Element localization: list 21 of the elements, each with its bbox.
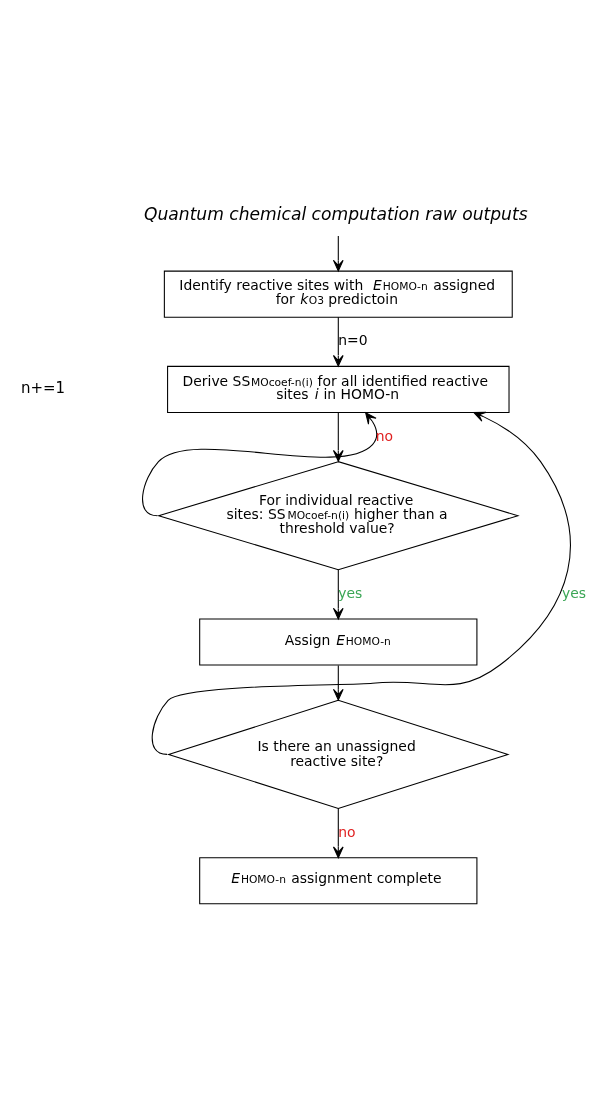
node-box: Identify reactive sites with EHOMO-n assigned for kO3 predictoin xyxy=(163,270,513,318)
arrow xyxy=(151,411,571,755)
edge-label: no xyxy=(375,427,394,444)
node-diamond: Is there an unassigned reactive site? xyxy=(166,699,510,810)
arrow xyxy=(332,807,344,859)
arrow xyxy=(142,412,378,517)
arrow xyxy=(332,316,344,367)
node-box: Derive SSMOcoef-n(i) for all identified reactive sites i in HOMO-n xyxy=(167,365,510,413)
label: n+=1 xyxy=(20,379,66,398)
arrow xyxy=(332,664,344,701)
arrow xyxy=(332,412,344,462)
arrow xyxy=(332,569,344,620)
node-box: Assign EHOMO-n xyxy=(199,618,478,666)
edge-label: n=0 xyxy=(338,332,368,349)
node-text: Quantum chemical computation raw outputs xyxy=(144,203,528,224)
edge-label: no xyxy=(338,823,356,840)
edge-label: yes xyxy=(338,585,363,602)
node-box: EHOMO-n assignment complete xyxy=(199,857,478,905)
edge-label: yes xyxy=(562,585,587,602)
node-diamond: For individual reactive sites: SSMOcoef-n(i) higher than a threshold value? xyxy=(156,461,520,571)
arrow xyxy=(332,235,344,272)
